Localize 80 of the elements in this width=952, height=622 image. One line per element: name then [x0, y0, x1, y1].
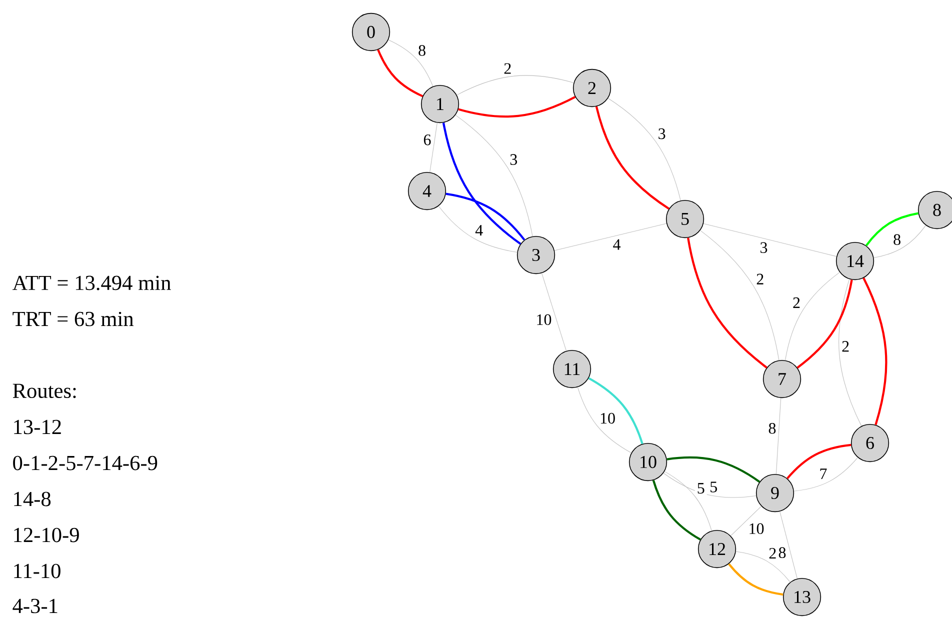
- edge-label: 2: [756, 274, 764, 284]
- route-line: [588, 377, 644, 444]
- edge-label: 2: [769, 548, 776, 559]
- graph-node: 11: [552, 350, 592, 388]
- edge-label: 8: [778, 547, 786, 558]
- edge-label: 8: [894, 234, 900, 245]
- text-line: Routes:: [12, 384, 76, 398]
- graph-node: 2: [572, 68, 612, 108]
- route-line: [652, 480, 701, 541]
- graph-edge: [554, 223, 667, 251]
- graph-edge: [388, 40, 434, 87]
- edge-label: 10: [600, 412, 615, 424]
- text-line: 12-10-9: [14, 528, 79, 542]
- graph-edge: [736, 551, 790, 582]
- text-line: 11-10: [14, 564, 60, 578]
- graph-node: 5: [666, 200, 704, 238]
- graph-edge: [730, 506, 762, 536]
- edge-label: 4: [475, 224, 483, 236]
- graph-edge: [664, 471, 712, 531]
- graph-edge: [776, 398, 782, 474]
- text-line: ATT = 13.494 min: [12, 276, 171, 290]
- text-line: 4-3-1: [12, 598, 58, 614]
- graph-node: 0: [352, 12, 390, 52]
- graph-edge: [838, 278, 862, 426]
- route-line: [377, 49, 424, 98]
- route-line: [442, 122, 522, 245]
- graph-edge: [430, 122, 438, 172]
- route-line: [446, 192, 526, 241]
- graph-edge: [608, 98, 681, 201]
- route-line: [687, 238, 768, 368]
- edge-label: 10: [750, 523, 764, 534]
- graph-node: 6: [850, 424, 890, 462]
- route-line: [786, 444, 852, 480]
- graph-node: 7: [762, 360, 802, 398]
- edge-label: 6: [424, 134, 431, 146]
- text-line: 14-8: [14, 492, 51, 506]
- graph-edge: [874, 225, 926, 258]
- graph-edge: [456, 75, 574, 96]
- graph-node: 8: [918, 190, 952, 230]
- route-line: [796, 280, 853, 369]
- graph-node: 3: [516, 236, 556, 274]
- graph-node: 1: [420, 84, 460, 124]
- edge-label: 2: [842, 341, 849, 352]
- graph-edge: [794, 457, 858, 492]
- edge-label: 3: [658, 128, 666, 140]
- graph-node: 14: [836, 242, 874, 280]
- edge-label: 5: [710, 482, 717, 492]
- graph-edge: [438, 206, 518, 252]
- graph-node: 4: [408, 172, 446, 210]
- graph-node: 10: [628, 442, 668, 482]
- edge-label: 8: [768, 422, 776, 434]
- edge-label: 3: [760, 242, 768, 253]
- route-line: [865, 212, 918, 246]
- route-line: [458, 96, 576, 118]
- graph-edge: [700, 230, 780, 360]
- edge-label: 4: [613, 239, 621, 250]
- route-line: [728, 563, 784, 596]
- graph-edge: [663, 472, 756, 498]
- edge-label: 7: [820, 468, 827, 480]
- graph-edge: [455, 114, 533, 237]
- edge-label: 2: [504, 63, 511, 74]
- graph-node: 12: [698, 530, 736, 568]
- graph-edge: [784, 272, 840, 360]
- route-line: [666, 456, 760, 483]
- graph-node: 9: [756, 474, 794, 512]
- text-line: TRT = 63 min: [12, 312, 134, 326]
- text-line: 0-1-2-5-7-14-6-9: [13, 456, 158, 470]
- route-line: [595, 106, 670, 210]
- graph-node: 13: [782, 578, 822, 616]
- graph-edge: [541, 272, 567, 352]
- graph-edge: [577, 386, 632, 454]
- route-line: [862, 278, 888, 426]
- edge-label: 3: [510, 154, 517, 165]
- edge-label: 8: [418, 45, 426, 56]
- edge-label: 10: [537, 314, 552, 326]
- graph-edge: [780, 511, 798, 579]
- graph-edge: [703, 223, 837, 257]
- edge-label: 5: [698, 483, 704, 494]
- edge-label: 2: [793, 297, 800, 308]
- text-line: 13-12: [14, 420, 61, 434]
